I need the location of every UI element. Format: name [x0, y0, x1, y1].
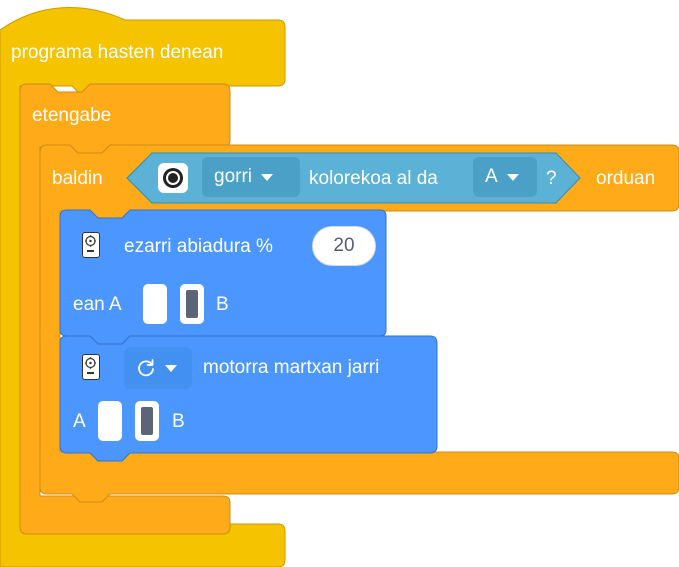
clockwise-rotate-icon	[138, 359, 154, 377]
speed-port-a-toggle[interactable]	[143, 284, 167, 324]
direction-dropdown[interactable]	[124, 350, 192, 386]
forever-block-label: etengabe	[32, 105, 112, 126]
color-sensor-button[interactable]	[158, 163, 188, 193]
color-dropdown[interactable]: gorri	[202, 159, 300, 195]
motor-port-a-label: A	[73, 411, 86, 432]
motor-hub-icon	[82, 354, 100, 380]
hat-block-shape[interactable]	[0, 7, 286, 567]
condition-question-mark: ?	[546, 168, 557, 189]
hat-block-label: programa hasten denean	[11, 42, 224, 63]
chevron-down-icon	[261, 173, 274, 181]
port-dropdown[interactable]: A	[473, 159, 537, 195]
motor-port-a-toggle[interactable]	[98, 401, 122, 441]
speed-value: 20	[333, 235, 355, 256]
color-dropdown-value: gorri	[214, 166, 253, 187]
color-dropdown-bg	[202, 157, 300, 197]
motor-hub-icon	[82, 232, 100, 258]
motor-block-label: motorra martxan jarri	[203, 357, 380, 378]
port-dropdown-value: A	[485, 166, 498, 187]
direction-dropdown-bg	[124, 347, 192, 389]
speed-block-label: ezarri abiadura %	[124, 236, 273, 257]
port-dropdown-bg	[473, 157, 537, 197]
motor-port-b-label: B	[172, 411, 185, 432]
if-then-label: orduan	[596, 168, 656, 189]
condition-middle-label: kolorekoa al da	[309, 168, 438, 189]
speed-line2-prefix: ean A	[73, 294, 122, 315]
speed-value-input[interactable]: 20	[312, 226, 376, 266]
if-block-label: baldin	[52, 168, 103, 189]
speed-line2-suffix: B	[216, 294, 229, 315]
motor-hub-icon-glyph	[85, 235, 96, 252]
color-sensor-icon	[163, 168, 183, 188]
motor-hub-icon-glyph	[85, 357, 96, 374]
chevron-down-icon	[506, 173, 519, 181]
speed-port-b-toggle[interactable]	[180, 284, 204, 324]
motor-block-shape[interactable]	[59, 335, 438, 462]
motor-port-b-toggle[interactable]	[135, 401, 159, 441]
chevron-down-icon	[165, 364, 177, 372]
